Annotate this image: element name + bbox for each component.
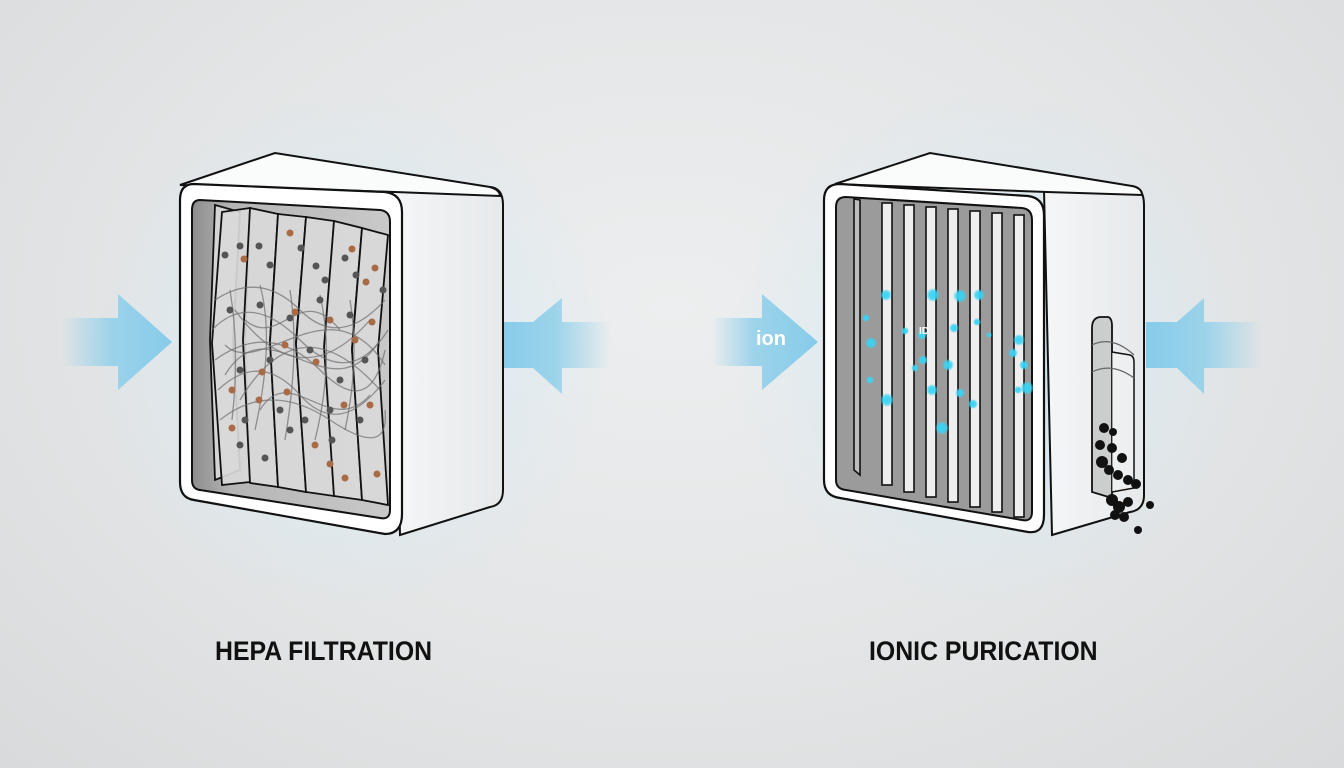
ionic-diagram: ion ID IONIC PURICATION [672,0,1344,768]
trapped-particles [221,229,387,482]
inlet-airflow-arrow [62,294,172,390]
dust-collection-tray [1091,316,1135,500]
outlet-airflow-arrow [1146,298,1262,394]
ionic-caption: IONIC PURICATION [869,636,1098,666]
hepa-caption: HEPA FILTRATION [215,636,433,666]
charged-ions [862,288,1034,435]
ion-center-label: ID [919,326,929,337]
ionic-illustration [712,151,1262,537]
collector-plates [853,198,1025,518]
inlet-airflow-arrow [712,294,818,390]
ion-arrow-label: ion [756,328,786,350]
hepa-diagram: HEPA FILTRATION [62,151,610,666]
collected-particles [1095,423,1154,534]
hepa-illustration [62,151,610,537]
outlet-airflow-arrow [500,298,610,394]
